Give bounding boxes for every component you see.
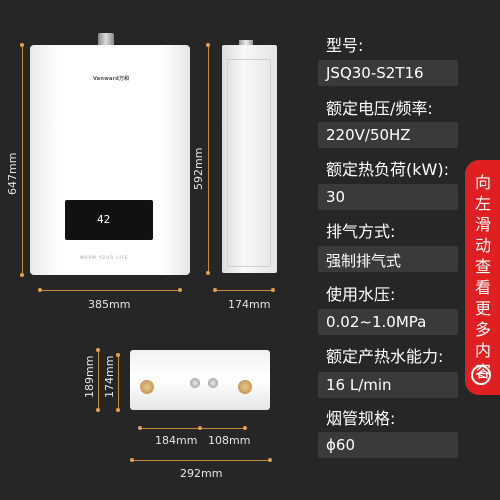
- front-width-label: 385mm: [88, 298, 131, 311]
- bottom-width2-label: 108mm: [208, 434, 251, 447]
- side-depth-tick-right: [271, 288, 275, 292]
- spec-label-flue: 烟管规格:: [326, 409, 396, 428]
- heater-front-view: Vanward万和 42 WARM YOUR LIFE: [30, 45, 190, 275]
- bottom-total-tick-right: [268, 458, 272, 462]
- water-inlet-fitting: [190, 378, 200, 388]
- bottom-height2-line: [118, 355, 119, 410]
- bottom-width-tick-3: [243, 426, 247, 430]
- bottom-height1-tick-bottom: [96, 408, 100, 412]
- temperature-display: 42: [97, 213, 111, 226]
- side-depth-tick-left: [213, 288, 217, 292]
- spec-label-pressure: 使用水压:: [326, 285, 396, 304]
- control-panel: 42: [65, 200, 153, 240]
- side-height-line: [208, 45, 209, 273]
- bottom-height1-line: [98, 350, 99, 410]
- spec-value-model: JSQ30-S2T16: [326, 64, 424, 82]
- heater-slogan: WARM YOUR LIFE: [80, 255, 129, 260]
- gas-fitting: [140, 380, 154, 394]
- front-width-tick-right: [178, 288, 182, 292]
- brand-logo: Vanward万和: [93, 76, 130, 82]
- chevron-left-icon[interactable]: <: [471, 365, 491, 385]
- bottom-height1-label: 189mm: [83, 355, 96, 398]
- bottom-width-tick-1: [138, 426, 142, 430]
- spec-value-voltage: 220V/50HZ: [326, 126, 411, 144]
- bottom-width2-line: [200, 428, 245, 429]
- bottom-height2-label: 174mm: [103, 355, 116, 398]
- side-height-tick-top: [206, 43, 210, 47]
- heater-side-view: [222, 45, 277, 273]
- spec-box-flue: ϕ60: [318, 432, 458, 458]
- spec-box-heat-load: 30: [318, 184, 458, 210]
- front-height-tick-top: [20, 43, 24, 47]
- front-width-line: [40, 290, 180, 291]
- front-height-line: [22, 45, 23, 275]
- bottom-height1-tick-top: [96, 348, 100, 352]
- spec-label-capacity: 额定产热水能力:: [326, 347, 444, 366]
- swipe-more-tab[interactable]: 向左滑动查看更多内容 <: [465, 160, 500, 395]
- flue-pipe-side: [239, 40, 253, 48]
- spec-box-voltage: 220V/50HZ: [318, 122, 458, 148]
- front-height-tick-bottom: [20, 273, 24, 277]
- front-height-label: 647mm: [6, 152, 19, 195]
- bottom-width-tick-2: [198, 426, 202, 430]
- swipe-more-text: 向左滑动查看更多内容: [474, 173, 491, 381]
- side-depth-line: [215, 290, 273, 291]
- spec-value-heat-load: 30: [326, 188, 346, 206]
- side-panel-outline: [227, 59, 271, 267]
- bottom-height2-tick-top: [116, 353, 120, 357]
- bottom-width1-line: [140, 428, 200, 429]
- spec-box-exhaust: 强制排气式: [318, 246, 458, 272]
- spec-label-voltage: 额定电压/频率:: [326, 99, 433, 118]
- side-depth-label: 174mm: [228, 298, 271, 311]
- front-width-tick-left: [38, 288, 42, 292]
- bottom-height2-tick-bottom: [116, 408, 120, 412]
- bottom-total-line: [132, 460, 270, 461]
- spec-value-capacity: 16 L/min: [326, 376, 392, 394]
- bottom-width1-label: 184mm: [155, 434, 198, 447]
- spec-label-exhaust: 排气方式:: [326, 222, 396, 241]
- spec-label-heat-load: 额定热负荷(kW):: [326, 160, 449, 179]
- bottom-total-tick-left: [130, 458, 134, 462]
- water-outlet-fitting: [238, 380, 252, 394]
- spec-value-exhaust: 强制排气式: [326, 252, 402, 270]
- valve-fitting: [208, 378, 218, 388]
- spec-box-model: JSQ30-S2T16: [318, 60, 458, 86]
- heater-bottom-view: [130, 350, 270, 410]
- spec-box-pressure: 0.02~1.0MPa: [318, 309, 458, 335]
- side-height-label: 592mm: [192, 147, 205, 190]
- spec-box-capacity: 16 L/min: [318, 372, 458, 398]
- spec-label-model: 型号:: [326, 36, 364, 55]
- spec-value-flue: ϕ60: [326, 436, 355, 454]
- flue-pipe-front: [98, 33, 114, 47]
- spec-value-pressure: 0.02~1.0MPa: [326, 313, 427, 331]
- bottom-total-label: 292mm: [180, 467, 223, 480]
- side-height-tick-bottom: [206, 271, 210, 275]
